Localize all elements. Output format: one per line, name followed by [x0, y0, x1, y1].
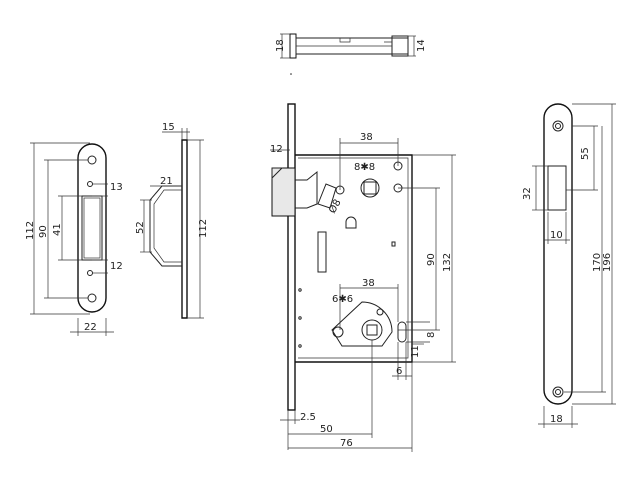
lock-body: 38 8✱8 Ø8 12 38 6✱6 90 132 8 11 6 2.5 — [270, 103, 456, 452]
strike-dim-90: 90 — [38, 225, 49, 238]
faceplate-view: 55 32 10 170 196 18 — [522, 103, 616, 428]
strike-screw-bottom — [87, 293, 97, 303]
side-strike-plate-edge — [181, 139, 188, 319]
lock-dim-132: 132 — [442, 253, 453, 272]
lock-square-top: 8✱8 — [354, 162, 375, 173]
side-strike-box — [149, 185, 182, 267]
top-view-dim-height: 18 — [275, 39, 286, 52]
lock-dim-8: 8 — [426, 332, 437, 338]
lock-dia-8: Ø8 — [326, 197, 344, 215]
lock-dim-11: 11 — [410, 345, 421, 358]
faceplate-dim-55: 55 — [580, 147, 591, 160]
strike-dim-41: 41 — [52, 223, 63, 236]
lock-dim-12: 12 — [270, 144, 283, 155]
lock-square-mid: 6✱6 — [332, 294, 353, 305]
lock-case — [295, 154, 413, 363]
top-view: 18 14 — [275, 33, 427, 75]
latch-bolt — [271, 167, 296, 217]
strike-dim-112: 112 — [25, 221, 36, 240]
faceplate-dim-196: 196 — [602, 253, 613, 272]
strike-screw-top — [87, 155, 97, 165]
faceplate-dim-10: 10 — [550, 230, 563, 241]
strike-dim-13: 13 — [110, 182, 123, 193]
faceplate-outline — [543, 103, 573, 405]
strike-opening — [81, 195, 103, 261]
upper-follower — [360, 178, 380, 198]
lock-dim-2-5: 2.5 — [300, 412, 316, 423]
faceplate-latch-opening — [547, 165, 567, 211]
lock-faceplate — [287, 103, 296, 411]
lock-dim-38-mid: 38 — [362, 278, 375, 289]
top-view-end — [391, 35, 409, 57]
side-strike-plate: 15 21 52 112 — [135, 122, 209, 319]
strike-dim-12: 12 — [110, 261, 123, 272]
lock-dim-76: 76 — [340, 438, 353, 449]
lower-follower — [361, 319, 383, 341]
side-strike-dim-52: 52 — [135, 221, 146, 234]
faceplate-screw-top — [552, 120, 564, 132]
lock-dim-38-top: 38 — [360, 132, 373, 143]
strike-plate-outline — [77, 143, 107, 313]
top-view-plate — [289, 33, 297, 59]
top-view-dim-width: 14 — [416, 39, 427, 52]
lock-dim-50: 50 — [320, 424, 333, 435]
side-strike-dim-21: 21 — [160, 176, 173, 187]
lock-dim-6: 6 — [396, 366, 402, 377]
faceplate-dim-18: 18 — [550, 414, 563, 425]
front-strike-plate: 112 90 41 13 12 22 — [25, 142, 123, 336]
faceplate-dim-32: 32 — [522, 187, 533, 200]
faceplate-dim-170: 170 — [592, 253, 603, 272]
side-strike-dim-15: 15 — [162, 122, 175, 133]
side-strike-dim-112: 112 — [198, 219, 209, 238]
strike-dim-22: 22 — [84, 322, 97, 333]
lower-cam — [331, 301, 393, 347]
faceplate-screw-bottom — [552, 386, 564, 398]
lock-dim-90: 90 — [426, 253, 437, 266]
